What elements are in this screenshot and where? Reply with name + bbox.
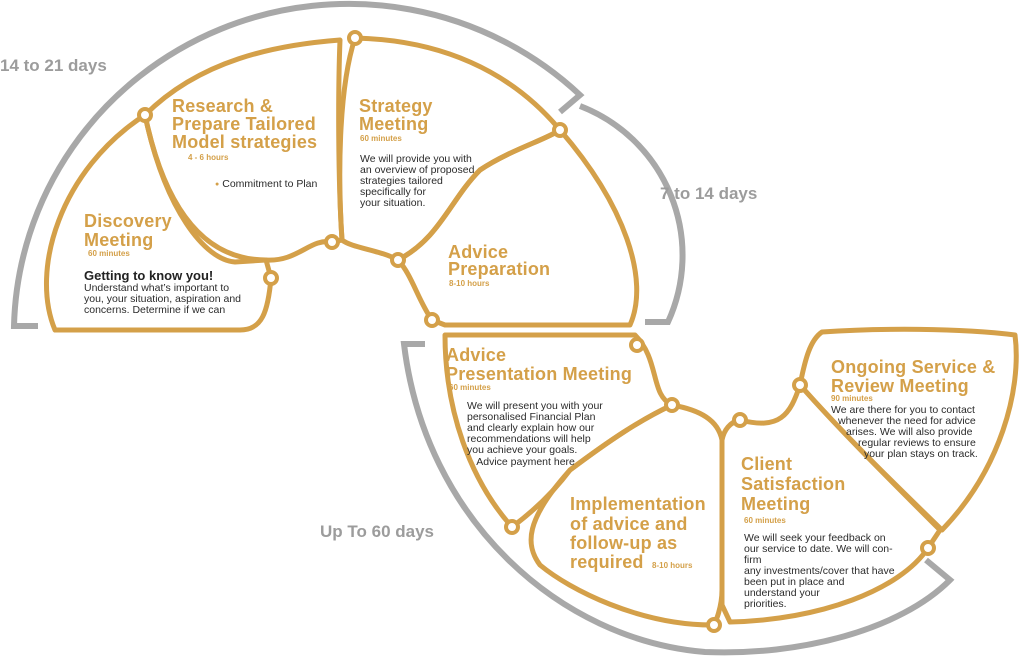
node-satisfaction-start <box>732 412 748 428</box>
strategy-body-line3: strategies tailored <box>360 175 443 187</box>
research-duration: 4 - 6 hours <box>188 153 229 162</box>
satisfaction-title-line2: Satisfaction <box>741 474 846 494</box>
strategy-body-line2: an overview of proposed <box>360 164 475 176</box>
presentation-body-line5: you achieve your goals. <box>467 444 578 456</box>
node-implementation-end <box>706 617 722 633</box>
research-title-line3: Model strategies <box>172 132 318 152</box>
satisfaction-body-line6: understand your <box>744 587 820 599</box>
implementation-title-line1: Implementation <box>570 494 706 514</box>
node-ongoing-start <box>792 377 808 393</box>
ongoing-duration: 90 minutes <box>831 394 873 403</box>
arc-7-14-days <box>578 103 686 325</box>
ongoing-title-line1: Ongoing Service & <box>831 357 996 377</box>
node-advice-prep-start <box>552 122 568 138</box>
strategy-title-line2: Meeting <box>359 114 429 134</box>
strategy-duration: 60 minutes <box>360 134 402 143</box>
ongoing-body-line1: We are there for you to contact <box>831 404 975 416</box>
node-presentation-start <box>629 337 645 353</box>
node-advice-prep-end <box>424 312 440 328</box>
segment-advice-prep-outline <box>395 127 640 328</box>
ongoing-body-line4: regular reviews to ensure <box>858 437 976 449</box>
discovery-title-line1: Discovery <box>84 211 172 231</box>
arc-up-to-60-days <box>400 341 955 656</box>
research-bullet: Commitment to Plan <box>215 178 317 190</box>
satisfaction-body-line5: been put in place and <box>744 576 845 588</box>
presentation-bullet: Advice payment here <box>469 456 575 468</box>
discovery-body-line2: you, your situation, aspiration and <box>84 293 242 305</box>
range-label-7-14-days: 7 to 14 days <box>660 184 758 203</box>
segment-strategy-outline <box>337 35 563 263</box>
presentation-body-line4: recommendations will help <box>467 433 591 445</box>
satisfaction-duration: 60 minutes <box>744 516 786 525</box>
node-satisfaction-end <box>920 540 936 556</box>
ongoing-title-line2: Review Meeting <box>831 376 969 396</box>
node-research-end <box>324 234 340 250</box>
ongoing-body-line2: whenever the need for advice <box>838 415 976 427</box>
strategy-body-line1: We will provide you with <box>360 153 472 165</box>
discovery-title-line2: Meeting <box>84 230 154 250</box>
strategy-title-line1: Strategy <box>359 96 433 116</box>
satisfaction-body-line7: priorities. <box>744 598 787 610</box>
timeline-arcs <box>10 0 955 656</box>
satisfaction-title-line3: Meeting <box>741 494 811 514</box>
node-presentation-end <box>504 519 520 535</box>
node-discovery-end <box>263 270 279 286</box>
presentation-body-line1: We will present you with your <box>467 400 603 412</box>
discovery-subtitle: Getting to know you! <box>84 268 214 283</box>
satisfaction-body-line1: We will seek your feedback on <box>744 532 886 544</box>
research-title-line2: Prepare Tailored <box>172 114 316 134</box>
satisfaction-body-line3: firm <box>744 554 762 566</box>
node-research-start <box>137 107 153 123</box>
presentation-title-line2: Presentation Meeting <box>446 364 633 384</box>
node-strategy-start <box>347 30 363 46</box>
node-implementation-start <box>664 397 680 413</box>
advice-prep-title-line1: Advice <box>448 242 509 262</box>
ongoing-body-line3: arises. We will also provide <box>846 426 973 438</box>
ongoing-body-line5: your plan stays on track. <box>864 448 978 460</box>
range-label-up-to-60-days: Up To 60 days <box>320 522 434 541</box>
satisfaction-title-line1: Client <box>741 454 793 474</box>
strategy-body-line4: specifically for <box>360 186 426 198</box>
node-strategy-end <box>390 252 406 268</box>
presentation-title-line1: Advice <box>446 345 507 365</box>
strategy-body-line5: your situation. <box>360 197 426 209</box>
discovery-body-line3: concerns. Determine if we can <box>84 304 226 316</box>
satisfaction-body-line4: any investments/cover that have <box>744 565 895 577</box>
presentation-body-line3: and clearly explain how our <box>467 422 595 434</box>
research-title-line1: Research & <box>172 96 274 116</box>
advice-prep-duration: 8-10 hours <box>449 279 490 288</box>
satisfaction-body-line2: our service to date. We will con- <box>744 543 893 555</box>
presentation-duration: 60 minutes <box>449 383 491 392</box>
implementation-title-line4: required <box>570 552 644 572</box>
discovery-body-line1: Understand what’s important to <box>84 282 230 294</box>
implementation-title-line3: follow-up as <box>570 533 678 553</box>
presentation-body-line2: personalised Financial Plan <box>467 411 596 423</box>
range-label-14-21-days: 14 to 21 days <box>0 56 107 75</box>
advice-prep-title-line2: Preparation <box>448 259 551 279</box>
discovery-duration: 60 minutes <box>88 249 130 258</box>
implementation-title-line2: of advice and <box>570 514 688 534</box>
implementation-duration: 8-10 hours <box>652 561 693 570</box>
arc-14-21-days <box>10 0 585 329</box>
